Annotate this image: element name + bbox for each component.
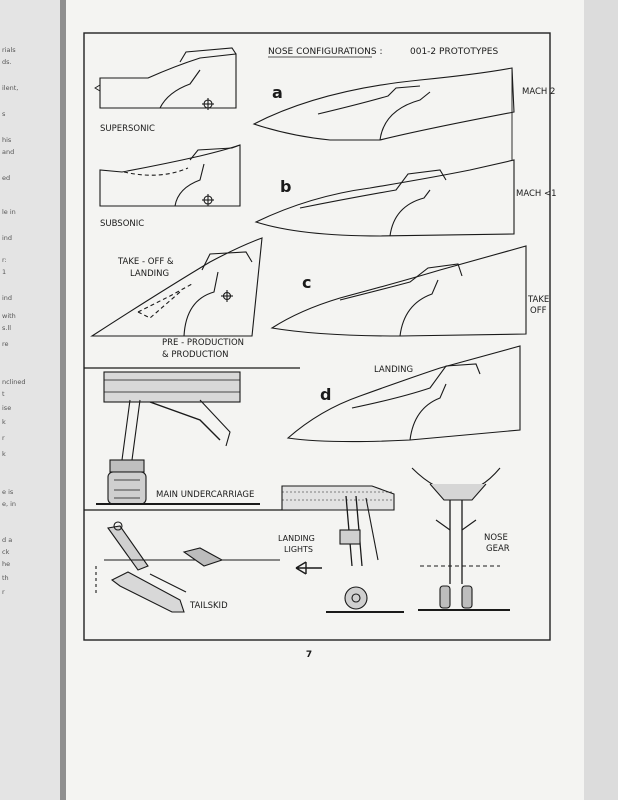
margin-fragment: r [2, 588, 5, 596]
supersonic-label: SUPERSONIC [100, 124, 155, 134]
mach-subsonic-label: MACH <1 [516, 189, 557, 199]
drawings: SUPERSONIC SUBSONIC TAKE - OFF & LANDING… [84, 47, 557, 613]
margin-fragment: s.ll [2, 324, 11, 332]
margin-fragment: he [2, 560, 10, 568]
subsonic-nose-drawing [99, 144, 241, 207]
margin-fragment: ds. [2, 58, 12, 66]
margin-fragment: and [2, 148, 14, 156]
nose-gear-label-line2: GEAR [486, 544, 510, 554]
margin-fragment: ind [2, 294, 12, 302]
margin-fragment: 1 [2, 268, 6, 276]
margin-fragment: rials [2, 46, 16, 54]
right-edge-shadow [584, 0, 618, 800]
margin-fragment: nclined [2, 378, 26, 386]
profile-b-subsonic [254, 159, 515, 237]
margin-fragment: ilent, [2, 84, 18, 92]
nose-gear-front-drawing [411, 467, 510, 611]
tailskid-label: TAILSKID [189, 601, 228, 611]
margin-fragment: with [2, 312, 16, 320]
previous-page-edge [0, 0, 62, 800]
main-undercarriage-label: MAIN UNDERCARRIAGE [156, 490, 254, 500]
margin-fragment: r: [2, 256, 7, 264]
nose-gear-label-line1: NOSE [484, 533, 508, 543]
profile-c-letter: c [302, 273, 311, 292]
supersonic-nose-drawing [94, 47, 237, 110]
profile-b-letter: b [280, 177, 291, 196]
takeoff-landing-label-line1: TAKE - OFF & [117, 257, 174, 267]
margin-fragment: le in [2, 208, 16, 216]
margin-fragment: th [2, 574, 9, 582]
profile-d-landing [286, 345, 521, 443]
takeoff-landing-label-line2: LANDING [130, 269, 169, 279]
margin-fragment: e, in [2, 500, 16, 508]
margin-fragment: d a [2, 536, 12, 544]
takeoff-label-line2: OFF [530, 306, 547, 316]
margin-fragment: ise [2, 404, 11, 412]
tailskid-drawing [95, 521, 280, 613]
landing-label: LANDING [374, 365, 413, 375]
landing-lights-label-line1: LANDING [278, 534, 315, 543]
margin-fragment: ck [2, 548, 10, 556]
profile-a-mach2 [252, 67, 515, 160]
left-margin-fragments: rials ds. ilent, s his and ed le in ind r: 1 ind wit… [2, 46, 26, 596]
prototypes-subheading: 001-2 PROTOTYPES [410, 47, 498, 57]
margin-fragment: t [2, 390, 5, 398]
margin-fragment: ed [2, 174, 10, 182]
landing-lights-label-line2: LIGHTS [284, 545, 313, 554]
takeoff-landing-nose-drawing [90, 237, 263, 337]
page-number: 7 [306, 650, 312, 660]
nose-configurations-heading: NOSE CONFIGURATIONS : [268, 47, 383, 57]
preproduction-label-line2: & PRODUCTION [162, 350, 229, 360]
margin-fragment: e is [2, 488, 14, 496]
margin-fragment: ind [2, 234, 12, 242]
profile-c-takeoff [270, 245, 527, 337]
margin-fragment: k [2, 418, 6, 426]
margin-fragment: s [2, 110, 6, 118]
landing-lights-gear-drawing [281, 485, 404, 613]
profile-a-letter: a [272, 83, 283, 102]
margin-fragment: his [2, 136, 12, 144]
subsonic-label: SUBSONIC [100, 219, 144, 229]
mach2-label: MACH 2 [522, 87, 555, 97]
takeoff-label-line1: TAKE [527, 295, 549, 305]
profile-d-letter: d [320, 385, 331, 404]
main-undercarriage-drawing [96, 371, 260, 505]
margin-fragment: k [2, 450, 6, 458]
margin-fragment: re [2, 340, 9, 348]
margin-fragment: r [2, 434, 5, 442]
illustration-frame [83, 32, 551, 641]
preproduction-label-line1: PRE - PRODUCTION [162, 338, 244, 348]
page-gutter [60, 0, 66, 800]
